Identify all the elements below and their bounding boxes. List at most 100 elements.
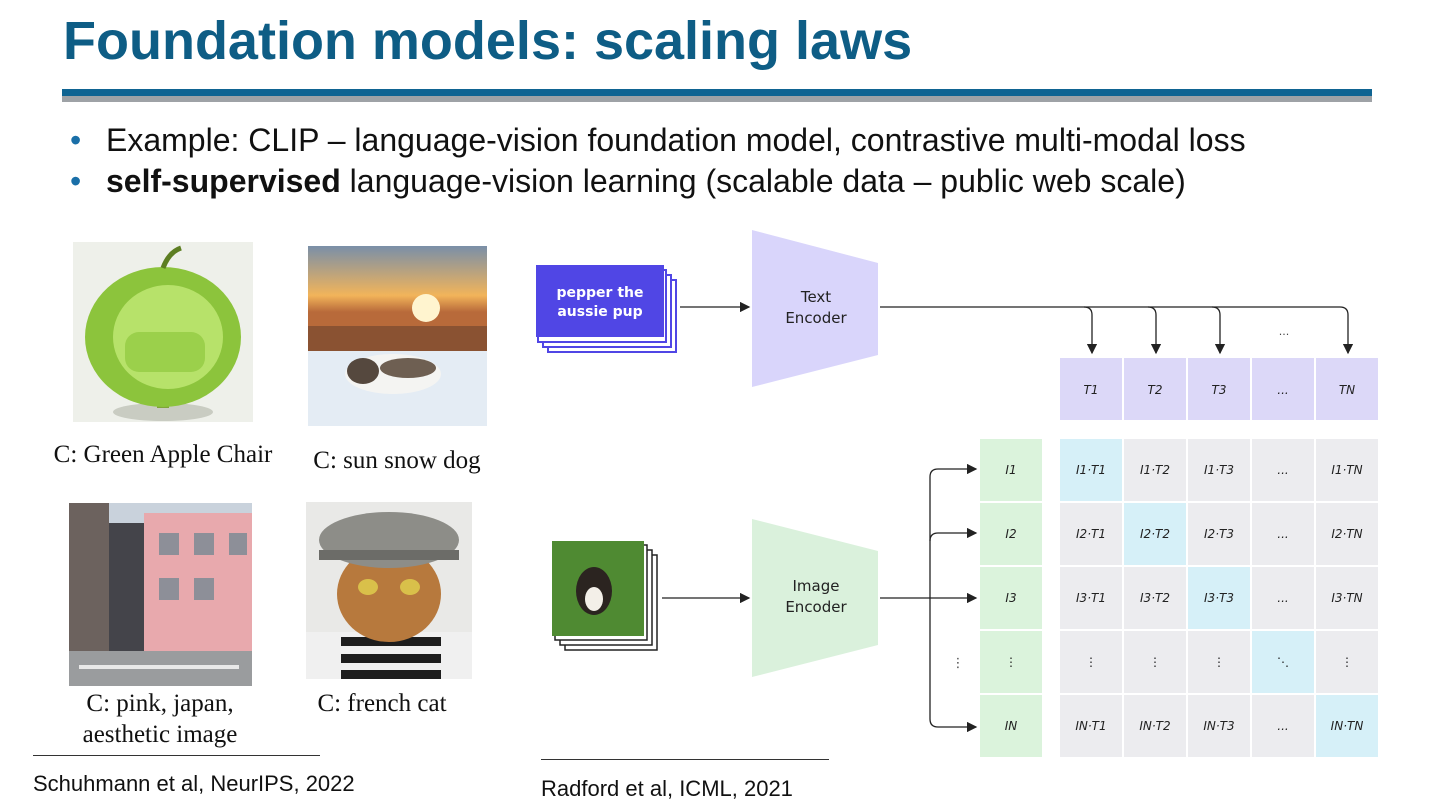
matrix-cell: [1316, 503, 1378, 565]
text-feature-cell: [1060, 358, 1122, 420]
matrix-cell-label: I2·T2: [1140, 527, 1170, 541]
matrix-cell-label: I3·T1: [1076, 591, 1106, 605]
clip-diagram: pepper the aussie pup Text Encoder Image…: [536, 230, 1378, 757]
pink-japan-image: [69, 503, 252, 686]
text-feature-label: ...: [1277, 383, 1288, 397]
text-feature-label: T2: [1148, 383, 1163, 397]
caption-sun-snow-dog: C: sun snow dog: [313, 447, 481, 474]
text-feature-cell: [1124, 358, 1186, 420]
matrix-cell: [1060, 695, 1122, 757]
matrix-cell: [1124, 567, 1186, 629]
caption-pink-japan-line1: C: pink, japan,: [86, 690, 234, 717]
matrix-cell-label: I2·TN: [1331, 527, 1362, 541]
image-feature-cell: [980, 567, 1042, 629]
matrix-cell-label: ...: [1277, 591, 1288, 605]
image-feature-cell: [980, 695, 1042, 757]
bullet-2-text: language-vision learning (scalable data …: [340, 163, 1186, 199]
text-input-stack: pepper the aussie pup: [536, 265, 677, 353]
bullet-1-text: Example: CLIP – language-vision foundati…: [106, 122, 1246, 158]
image-encoder: [752, 519, 878, 677]
image-output-arrow-in: [929, 598, 978, 733]
matrix-cell: [1060, 631, 1122, 693]
image-output-arrow-i2: [929, 527, 978, 542]
sun-snow-dog-image: [308, 246, 487, 426]
matrix-cell-label: ⋮: [1085, 655, 1097, 669]
bullet-dot-icon: •: [70, 122, 82, 158]
matrix-cell: [1124, 695, 1186, 757]
matrix-cell: [1188, 695, 1250, 757]
matrix-cell: [1316, 631, 1378, 693]
text-feature-cell: [1188, 358, 1250, 420]
matrix-cell-label: I2·T1: [1076, 527, 1106, 541]
caption-french-cat: C: french cat: [317, 690, 447, 717]
image-input-stack: [552, 541, 658, 651]
matrix-cell-label: ⋮: [1341, 655, 1353, 669]
title-rule-blue: [62, 89, 1372, 96]
text-output-arrow-t1: [1083, 306, 1098, 355]
branch-vertical-ellipsis: ⋮: [952, 656, 965, 671]
image-feature-cell: [980, 503, 1042, 565]
text-encoder-label-line1: Text: [800, 288, 831, 306]
text-encoder: [752, 230, 878, 387]
text-output-arrow-t2: [1147, 306, 1162, 355]
matrix-diagonal-cell: [1060, 439, 1122, 501]
text-output-arrow-t3: [1211, 306, 1226, 355]
matrix-cell-label: IN·T2: [1139, 719, 1170, 733]
bullet-1: • Example: CLIP – language-vision foundat…: [70, 122, 1246, 159]
french-cat-image: [306, 502, 472, 679]
matrix-cell: [1252, 439, 1314, 501]
arrow-ellipsis: ...: [1279, 325, 1290, 338]
text-input-line2: aussie pup: [557, 304, 642, 320]
image-feature-label: I2: [1005, 527, 1016, 541]
matrix-cell: [1252, 567, 1314, 629]
image-feature-label: I3: [1005, 591, 1016, 605]
bullet-dot-icon: •: [70, 163, 82, 199]
matrix-cell: [1124, 631, 1186, 693]
matrix-cell-label: I1·TN: [1331, 463, 1362, 477]
text-feature-label: T3: [1212, 383, 1227, 397]
text-input-line1: pepper the: [557, 285, 644, 301]
bullet-2-bold: self-supervised: [106, 163, 341, 199]
text-feature-label: TN: [1339, 383, 1355, 397]
green-apple-chair-image: [73, 242, 253, 422]
matrix-cell: [1316, 439, 1378, 501]
matrix-cell: [1252, 695, 1314, 757]
matrix-cell-label: ⋮: [1149, 655, 1161, 669]
matrix-diagonal-cell: [1188, 567, 1250, 629]
image-feature-cell: [980, 631, 1042, 693]
matrix-cell-label: ...: [1277, 527, 1288, 541]
text-input-card: [536, 265, 664, 337]
matrix-cell: [1124, 439, 1186, 501]
image-feature-label: I1: [1005, 463, 1016, 477]
matrix-cell: [1060, 503, 1122, 565]
reference-divider-left: [33, 755, 320, 756]
matrix-cell-label: ⋱: [1277, 655, 1289, 669]
matrix-cell-label: I3·T3: [1204, 591, 1234, 605]
matrix-cell-label: I1·T1: [1076, 463, 1106, 477]
slide-title: Foundation models: scaling laws: [63, 11, 913, 71]
text-output-arrow-tn: [880, 306, 1354, 355]
matrix-diagonal-cell: [1124, 503, 1186, 565]
matrix-cell: [1188, 631, 1250, 693]
image-encoder-label-line1: Image: [793, 577, 840, 595]
reference-right: Radford et al, ICML, 2021: [541, 776, 793, 801]
matrix-cell-label: I3·T2: [1140, 591, 1170, 605]
reference-divider-right: [541, 759, 829, 760]
matrix-diagonal-cell: [1252, 631, 1314, 693]
matrix-cell-label: ⋮: [1213, 655, 1225, 669]
matrix-cell: [1252, 503, 1314, 565]
matrix-cell-label: IN·T3: [1203, 719, 1234, 733]
text-encoder-label-line2: Encoder: [785, 309, 847, 327]
matrix-cell: [1316, 567, 1378, 629]
matrix-cell-label: IN·T1: [1075, 719, 1106, 733]
caption-green-apple-chair: C: Green Apple Chair: [53, 441, 273, 468]
image-feature-label: IN: [1005, 719, 1018, 733]
text-feature-label: T1: [1084, 383, 1099, 397]
text-feature-row: T1 T2 T3... TN: [1060, 358, 1378, 420]
title-rule-gray: [62, 96, 1372, 102]
bullet-2: • self-supervised language-vision learnin…: [70, 163, 1186, 200]
matrix-cell-label: ...: [1277, 463, 1288, 477]
matrix-cell-label: I2·T3: [1204, 527, 1234, 541]
